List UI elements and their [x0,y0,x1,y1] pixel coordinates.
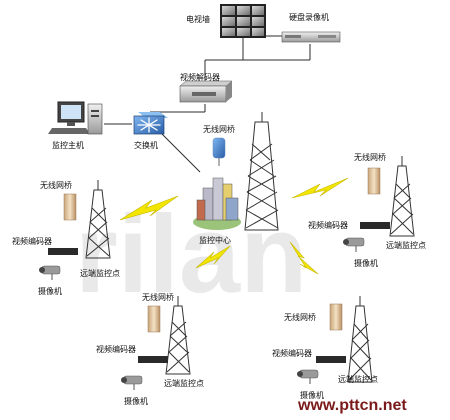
bottom-right-tower [347,296,373,383]
lightning-lower-left [195,245,231,269]
right-encoder [360,222,390,229]
site-left: 无线网桥 视频编码器 远端监控点 摄像机 [12,180,120,296]
bottom-left-bridge [147,305,161,333]
bottom-right-camera-label: 摄像机 [300,390,324,400]
bottom-left-bridge-label: 无线网桥 [142,292,174,302]
right-camera-label: 摄像机 [354,258,378,268]
wireless-links [119,177,349,275]
switch-device [133,112,168,135]
monitor-host-computer [48,101,103,135]
right-camera [343,237,365,252]
bottom-right-remote-label: 远端监控点 [338,374,378,384]
bottom-left-camera [121,375,143,390]
right-tower [389,156,415,237]
video-decoder-device [179,80,233,103]
right-remote-label: 远端监控点 [386,240,426,250]
bottom-left-encoder-label: 视频编码器 [96,344,136,354]
bottom-right-encoder-label: 视频编码器 [272,348,312,358]
tv-wall-label: 电视墙 [186,14,210,24]
control-center-label: 监控中心 [199,235,231,245]
center-bridge [212,137,226,166]
right-bridge [367,167,381,195]
bottom-right-encoder [316,356,346,363]
site-url-watermark: www.pttcn.net [297,397,407,414]
left-camera-label: 摄像机 [38,286,62,296]
lightning-right [291,177,349,199]
bottom-left-remote-label: 远端监控点 [164,378,204,388]
monitor-host-label: 监控主机 [52,140,84,150]
left-encoder [48,248,78,255]
bottom-left-encoder [138,356,168,363]
bottom-right-bridge-label: 无线网桥 [284,312,316,322]
tv-wall [220,4,266,38]
lightning-left [119,195,179,221]
left-tower [85,180,111,259]
bottom-left-camera-label: 摄像机 [124,396,148,406]
dvr-label: 硬盘录像机 [289,12,329,22]
video-decoder-label: 视频解码器 [180,72,220,82]
bottom-right-bridge [329,303,343,331]
bottom-right-camera [297,369,319,384]
connection-lines [104,35,311,173]
watermark-text: rilan [75,193,307,316]
site-bottom-right: 无线网桥 视频编码器 远端监控点 摄像机 [272,296,378,400]
bottom-left-tower [165,296,191,375]
dvr-device [281,31,341,43]
left-encoder-label: 视频编码器 [12,236,52,246]
control-center-buildings [193,177,241,230]
site-bottom-left: 无线网桥 视频编码器 远端监控点 摄像机 [96,292,204,406]
left-remote-label: 远端监控点 [80,268,120,278]
left-camera [39,265,61,280]
left-bridge [63,193,77,221]
center-bridge-label: 无线网桥 [203,124,235,134]
center-tower [244,112,279,231]
switch-label: 交换机 [134,140,158,150]
site-right: 无线网桥 视频编码器 远端监控点 摄像机 [308,152,426,268]
left-bridge-label: 无线网桥 [40,180,72,190]
right-bridge-label: 无线网桥 [354,152,386,162]
lightning-lower-right [289,241,319,275]
right-encoder-label: 视频编码器 [308,220,348,230]
